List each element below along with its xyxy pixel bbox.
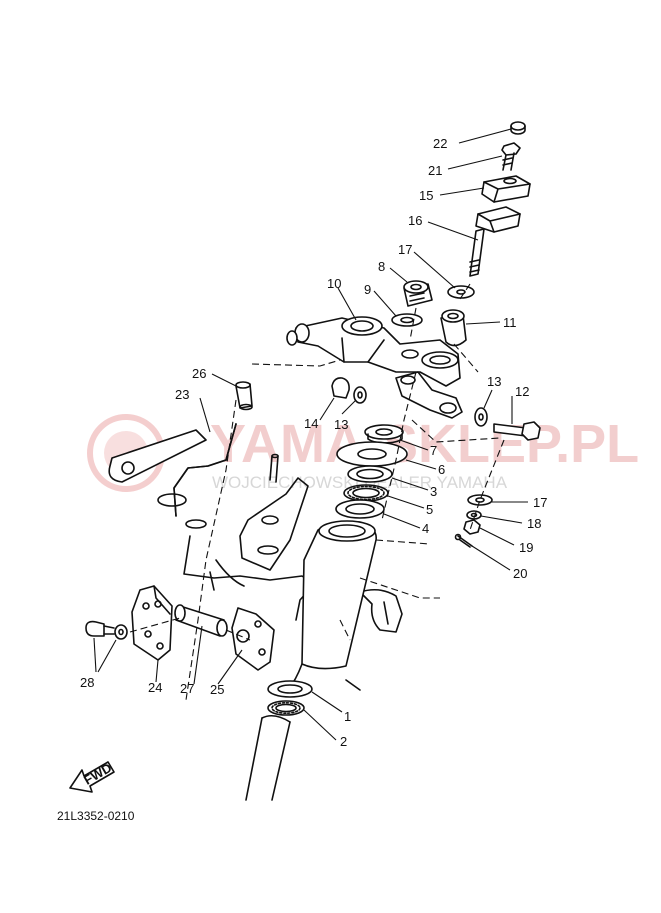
- part-label-5: 5: [426, 502, 433, 517]
- part-label-8: 8: [378, 259, 385, 274]
- part-label-28: 28: [80, 675, 94, 690]
- part-label-21: 21: [428, 163, 442, 178]
- part-13-washer-left: [353, 386, 367, 404]
- watermark-brand: YAMA-SKLEP.PL: [210, 414, 639, 474]
- part-24-bracket: [131, 585, 173, 661]
- part-label-9: 9: [364, 282, 371, 297]
- part-12-bolt: [493, 421, 541, 441]
- part-16-handlebar-holder: [469, 206, 521, 277]
- part-label-20: 20: [513, 566, 527, 581]
- part-18-washer: [466, 510, 482, 520]
- part-label-27: 27: [180, 681, 194, 696]
- part-labels: 22 21 15 16 17 8 10 9 11 26 23 13 12 14 …: [80, 136, 547, 749]
- part-label-13-left: 13: [334, 417, 348, 432]
- part-23-cable-guide: [108, 423, 237, 529]
- part-label-12: 12: [515, 384, 529, 399]
- part-1-bearing-race: [267, 680, 313, 698]
- part-13-washer-right: [474, 407, 488, 427]
- leader-lines: [93, 128, 528, 741]
- part-label-14: 14: [304, 416, 318, 431]
- part-label-6: 6: [438, 462, 445, 477]
- part-label-3: 3: [430, 484, 437, 499]
- part-label-24: 24: [148, 680, 162, 695]
- part-9-washer: [391, 313, 423, 327]
- part-label-10: 10: [327, 276, 341, 291]
- part-label-17-upper: 17: [398, 242, 412, 257]
- part-label-11: 11: [503, 315, 517, 330]
- part-label-4: 4: [422, 521, 429, 536]
- part-2-ball-bearing: [267, 700, 305, 716]
- diagram-code: 21L3352-0210: [57, 809, 135, 823]
- part-label-7: 7: [430, 443, 437, 458]
- part-8-stem-nut: [403, 280, 433, 307]
- part-10-upper-bracket: [286, 316, 461, 387]
- part-21-bolt: [501, 142, 521, 171]
- part-25-plate: [231, 607, 275, 671]
- assembly-lines: [129, 283, 505, 701]
- part-7-ring-nut: [364, 424, 404, 444]
- part-17-washer-upper: [447, 285, 475, 299]
- part-label-2: 2: [340, 734, 347, 749]
- part-6-bearing-cover: [336, 441, 408, 467]
- part-28-bolt-and-washer: [85, 620, 128, 640]
- part-label-26: 26: [192, 366, 206, 381]
- part-label-16: 16: [408, 213, 422, 228]
- part-label-25: 25: [210, 682, 224, 697]
- watermark-subtitle: WOJCIECHOWSKI DEALER YAMAHA: [212, 473, 508, 492]
- forward-direction-icon: FWD: [69, 760, 115, 793]
- watermark: YAMA-SKLEP.PL WOJCIECHOWSKI DEALER YAMAH…: [87, 414, 639, 492]
- part-3-bearing-race: [347, 465, 393, 483]
- part-label-18: 18: [527, 516, 541, 531]
- part-label-1: 1: [344, 709, 351, 724]
- part-label-17-lower: 17: [533, 495, 547, 510]
- part-label-15: 15: [419, 188, 433, 203]
- part-17-washer-lower: [467, 494, 493, 506]
- part-22-cap: [510, 121, 526, 135]
- part-27-collar: [174, 604, 228, 637]
- part-14-cap-nut: [331, 377, 350, 399]
- part-5-ball-bearing: [343, 484, 389, 502]
- part-15-handlebar-clamp-upper: [481, 175, 531, 203]
- part-label-19: 19: [519, 540, 533, 555]
- part-20-cotter-pin: [454, 533, 473, 548]
- part-4-bearing-race: [335, 499, 385, 519]
- part-10-bracket-arm: [395, 371, 463, 419]
- part-label-13-right: 13: [487, 374, 501, 389]
- part-11-damper: [440, 309, 467, 347]
- part-26-collar: [235, 381, 253, 411]
- part-19-nut: [463, 519, 481, 535]
- part-label-22: 22: [433, 136, 447, 151]
- part-label-23: 23: [175, 387, 189, 402]
